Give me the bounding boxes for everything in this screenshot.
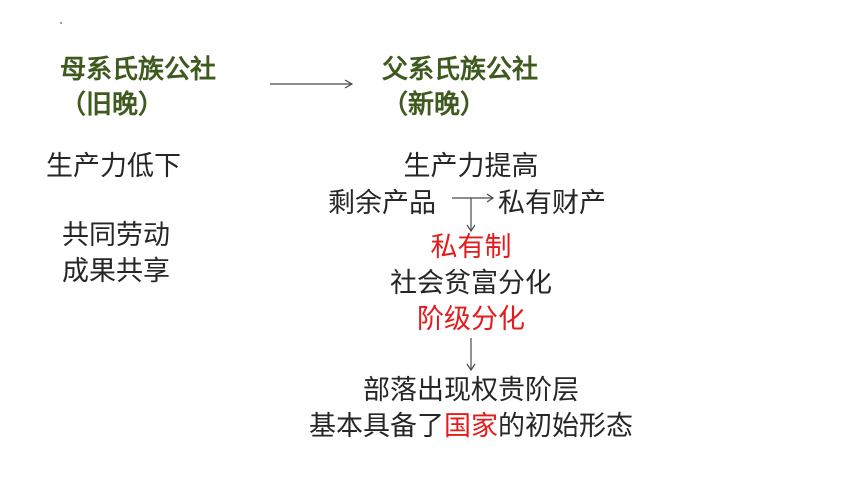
state-highlight: 国家 [444, 411, 498, 442]
productivity-rise-text: 生产力提高 [403, 151, 539, 182]
arrow-matrilineal-to-patrilineal [270, 79, 354, 89]
state-suffix: 的初始形态 [498, 411, 633, 442]
nobles-text: 部落出现权贵阶层 [363, 375, 579, 406]
matrilineal-subtitle: （旧晚） [60, 90, 165, 120]
shared-results-text: 成果共享 [62, 256, 170, 287]
common-labor-text: 共同劳动 [62, 220, 170, 251]
patrilineal-title: 父系氏族公社 [382, 55, 539, 85]
arrow-down-to-nobles [466, 338, 476, 372]
wealth-gap-text: 社会贫富分化 [390, 268, 552, 299]
private-ownership-text: 私有制 [430, 232, 512, 263]
class-division-text: 阶级分化 [417, 304, 525, 335]
patrilineal-subtitle: （新晚） [382, 90, 487, 120]
corner-dot [60, 22, 62, 24]
arrow-surplus-to-property [452, 193, 495, 203]
low-productivity-text: 生产力低下 [46, 151, 181, 182]
state-form-text: 基本具备了国家的初始形态 [309, 413, 633, 440]
matrilineal-title: 母系氏族公社 [60, 55, 217, 85]
state-prefix: 基本具备了 [309, 411, 444, 442]
surplus-product-text: 剩余产品 [328, 188, 436, 219]
private-property-text: 私有财产 [498, 188, 606, 219]
arrow-down-to-ownership [466, 198, 476, 233]
